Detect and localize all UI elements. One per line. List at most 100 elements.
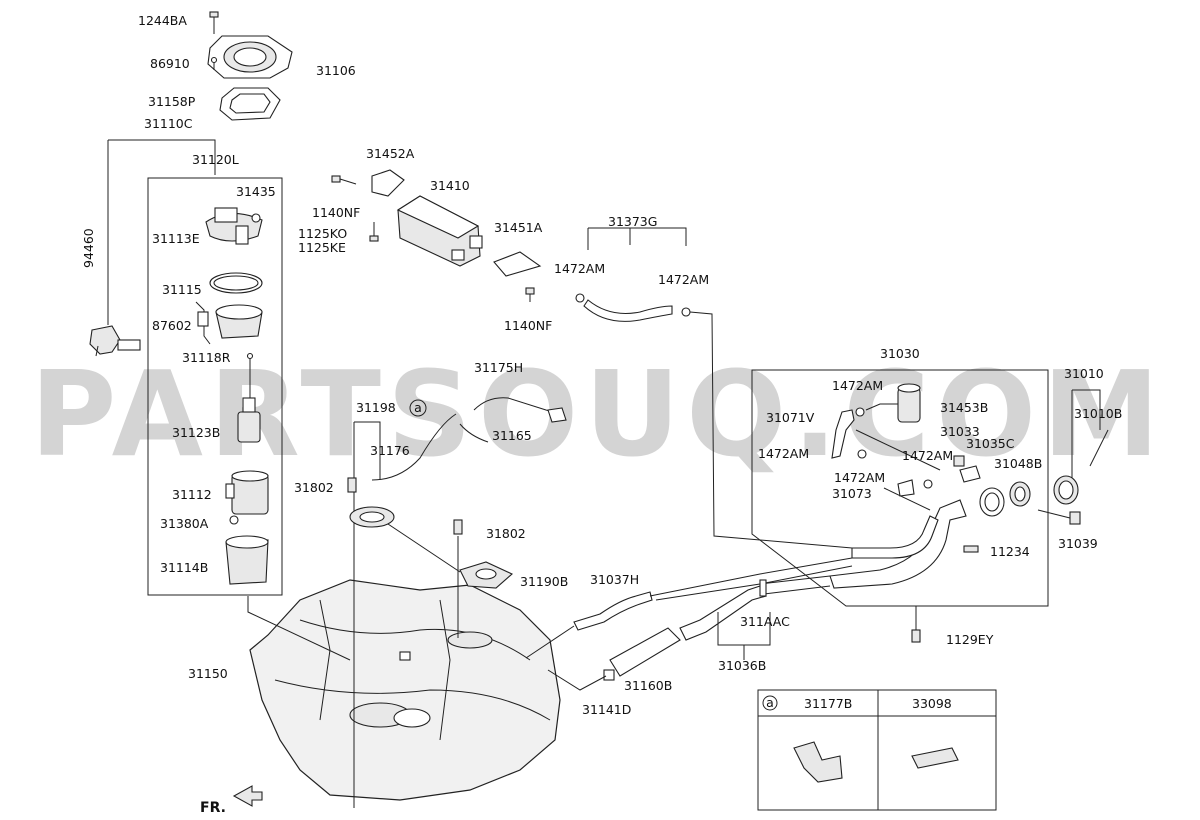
label-1140NF-b: 1140NF bbox=[504, 318, 552, 333]
sender-87602 bbox=[195, 301, 263, 345]
filter-31112 bbox=[225, 470, 269, 515]
label-1472AM-b: 1472AM bbox=[658, 272, 709, 287]
filler-neck-31030 bbox=[829, 499, 967, 589]
inset-label-31177B: 31177B bbox=[804, 696, 852, 711]
pipe-31160B bbox=[609, 627, 681, 677]
label-1125KO: 1125KO bbox=[298, 226, 347, 241]
stud-86910 bbox=[210, 56, 218, 70]
label-31141D: 31141D bbox=[582, 702, 631, 717]
callout-a bbox=[409, 399, 427, 417]
front-arrow-icon bbox=[232, 785, 263, 807]
label-31010: 31010 bbox=[1064, 366, 1104, 381]
clamp-1472AM-d bbox=[857, 449, 867, 459]
label-11234: 11234 bbox=[990, 544, 1030, 559]
label-31802-b: 31802 bbox=[486, 526, 526, 541]
filler-neck-box bbox=[751, 369, 1049, 607]
callout-a-symbol: a bbox=[414, 400, 422, 415]
label-31037H: 31037H bbox=[590, 572, 639, 587]
label-31198: 31198 bbox=[356, 400, 396, 415]
clamp-31141D bbox=[603, 669, 615, 681]
label-31373G: 31373G bbox=[608, 214, 657, 229]
tube-31176 bbox=[371, 413, 457, 481]
label-31115: 31115 bbox=[162, 282, 202, 297]
bracket-31451A bbox=[493, 251, 542, 277]
cup-31114B bbox=[225, 535, 269, 585]
inset-label-33098: 33098 bbox=[912, 696, 952, 711]
label-1472AM-d: 1472AM bbox=[758, 446, 809, 461]
hose-31037H bbox=[573, 591, 653, 631]
label-31071V: 31071V bbox=[766, 410, 815, 425]
bolt-31802-b bbox=[453, 519, 463, 535]
clamp-1472AM-b bbox=[681, 307, 691, 317]
label-31114B: 31114B bbox=[160, 560, 208, 575]
valve-31453B bbox=[897, 383, 921, 423]
connector-33098 bbox=[911, 747, 959, 769]
label-31451A: 31451A bbox=[494, 220, 543, 235]
label-1129EY: 1129EY bbox=[946, 632, 994, 647]
label-31120L: 31120L bbox=[192, 152, 239, 167]
canister-31410 bbox=[396, 195, 483, 267]
label-layer: 1244BA 86910 31106 31158P 31110C 31120L … bbox=[81, 13, 1122, 816]
tube-31175H bbox=[473, 397, 561, 415]
ring-31048B bbox=[979, 481, 1031, 517]
cover-plate-31106 bbox=[207, 35, 293, 79]
clamp-1472AM-c bbox=[855, 407, 865, 417]
bracket-31035C bbox=[959, 465, 981, 483]
label-31176: 31176 bbox=[370, 443, 410, 458]
label-31123B: 31123B bbox=[172, 425, 220, 440]
bolt-1140NF-a bbox=[331, 175, 357, 185]
pump-module-box bbox=[147, 177, 283, 596]
label-31048B: 31048B bbox=[994, 456, 1042, 471]
clamp-1472AM-a bbox=[575, 293, 585, 303]
gasket-31158P bbox=[219, 87, 281, 121]
label-1472AM-a: 1472AM bbox=[554, 261, 605, 276]
label-31036B: 31036B bbox=[718, 658, 766, 673]
label-31435: 31435 bbox=[236, 184, 276, 199]
clip-31380A bbox=[229, 515, 239, 525]
tether-31010B bbox=[1089, 429, 1109, 467]
label-86910: 86910 bbox=[150, 56, 190, 71]
label-31030: 31030 bbox=[880, 346, 920, 361]
sensor-94460 bbox=[89, 325, 141, 357]
label-31073: 31073 bbox=[832, 486, 872, 501]
fuel-cap-31010 bbox=[1053, 475, 1079, 505]
bolt-1129EY bbox=[911, 606, 921, 643]
part-31039 bbox=[1069, 511, 1081, 525]
pump-flange-31113E bbox=[205, 207, 263, 245]
label-31150: 31150 bbox=[188, 666, 228, 681]
bolt-31802-a bbox=[347, 477, 357, 493]
bolt-1125KO bbox=[369, 222, 379, 242]
label-94460: 94460 bbox=[81, 228, 96, 268]
label-31453B: 31453B bbox=[940, 400, 988, 415]
label-31010B: 31010B bbox=[1074, 406, 1122, 421]
clamp-1472AM-f bbox=[923, 479, 933, 489]
label-1125KE: 1125KE bbox=[298, 240, 346, 255]
label-31410: 31410 bbox=[430, 178, 470, 193]
part-31073 bbox=[897, 479, 915, 497]
label-31158P: 31158P bbox=[148, 94, 196, 109]
label-31039: 31039 bbox=[1058, 536, 1098, 551]
label-1472AM-e: 1472AM bbox=[902, 448, 953, 463]
label-1472AM-c: 1472AM bbox=[832, 378, 883, 393]
label-1472AM-f: 1472AM bbox=[834, 470, 885, 485]
bolt-1140NF-b bbox=[525, 287, 535, 302]
front-marker-label: FR. bbox=[200, 800, 226, 816]
label-31106: 31106 bbox=[316, 63, 356, 78]
bracket-31452A bbox=[371, 169, 405, 197]
label-87602: 87602 bbox=[152, 318, 192, 333]
label-1244BA: 1244BA bbox=[138, 13, 187, 28]
clamp-311AAC bbox=[759, 579, 767, 597]
label-31452A: 31452A bbox=[366, 146, 415, 161]
bolt-1244BA bbox=[209, 11, 219, 34]
watermark-text: PARTSOUQ.COM bbox=[30, 345, 1166, 483]
label-31802-a: 31802 bbox=[294, 480, 334, 495]
label-31112: 31112 bbox=[172, 487, 212, 502]
label-31118R: 31118R bbox=[182, 350, 231, 365]
label-31033: 31033 bbox=[940, 424, 980, 439]
clip-31177B bbox=[793, 741, 843, 783]
fuel-tank-31150 bbox=[249, 579, 561, 801]
hose-31071V bbox=[831, 409, 855, 459]
inset-symbol-a: a bbox=[766, 695, 774, 710]
label-1140NF-a: 1140NF bbox=[312, 205, 360, 220]
